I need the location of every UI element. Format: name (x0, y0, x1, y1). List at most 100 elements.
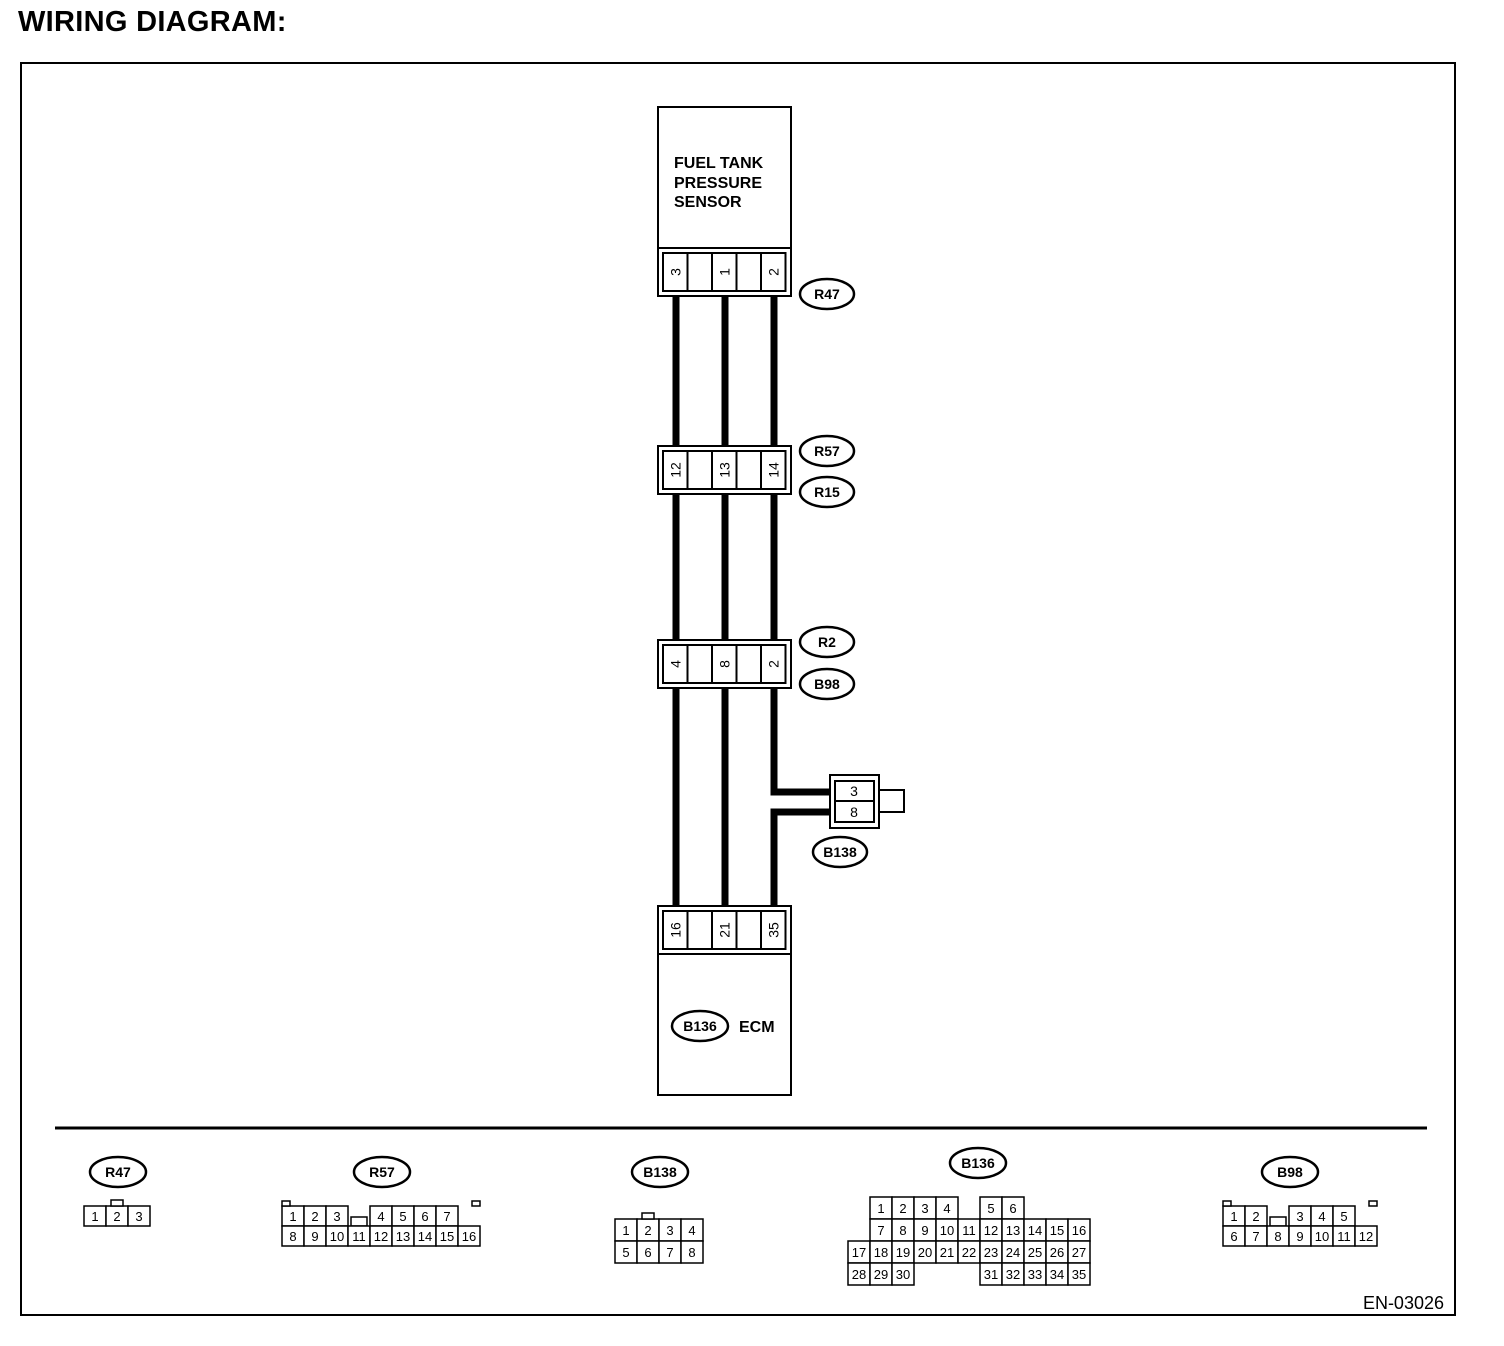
connector-view-pin: 11 (1337, 1229, 1351, 1244)
connector-view-pin: 6 (1230, 1229, 1237, 1244)
connector-view-pin: 29 (874, 1267, 888, 1282)
connector-view-pin: 14 (418, 1229, 432, 1244)
connector-view-pin: 14 (1028, 1223, 1042, 1238)
junction-pin: 2 (765, 268, 781, 276)
connector-view-pin: 12 (374, 1229, 388, 1244)
connector-view-pin: 4 (377, 1209, 384, 1224)
ecm-connector-tag: B136 (683, 1018, 717, 1034)
connector-view-pin: 11 (962, 1223, 976, 1238)
diagram-frame (20, 62, 1456, 1316)
junction-pin: 3 (667, 268, 683, 276)
connector-view-pin: 10 (330, 1229, 344, 1244)
connector-view-pin: 2 (311, 1209, 318, 1224)
junction-pin: 35 (765, 922, 781, 938)
connector-view-pin: 33 (1028, 1267, 1042, 1282)
connector-view-pin: 10 (940, 1223, 954, 1238)
connector-view-pin: 8 (289, 1229, 296, 1244)
connector-view-pin: 2 (1252, 1209, 1259, 1224)
connector-view-cell (680, 1240, 704, 1264)
connector-tag-oval (798, 625, 856, 659)
connector-view-pin: 13 (396, 1229, 410, 1244)
joint-tag: B138 (823, 844, 857, 860)
connector-view-pin: 7 (877, 1223, 884, 1238)
junction-pin: 4 (667, 660, 683, 668)
connector-view-pin: 20 (918, 1245, 932, 1260)
connector-view-pin: 25 (1028, 1245, 1042, 1260)
connector-view-pin: 9 (921, 1223, 928, 1238)
connector-view-pin: 24 (1006, 1245, 1020, 1260)
page-title: WIRING DIAGRAM: (18, 6, 287, 38)
connector-view-pin: 1 (877, 1201, 884, 1216)
connector-view-tag-oval (88, 1155, 148, 1189)
connector-view-pin: 7 (443, 1209, 450, 1224)
sensor-label-line-1: FUEL TANK (674, 155, 764, 172)
connector-view-pin: 6 (421, 1209, 428, 1224)
connector-view-pin: 23 (984, 1245, 998, 1260)
connector-view-pin: 3 (1296, 1209, 1303, 1224)
figure-code: EN-03026 (1363, 1293, 1444, 1313)
connector-view-pin: 4 (688, 1223, 695, 1238)
connector-view-tag-oval (352, 1155, 412, 1189)
connector-view-pin: 9 (1296, 1229, 1303, 1244)
connector-view-pin: 27 (1072, 1245, 1086, 1260)
connector-view-pin: 32 (1006, 1267, 1020, 1282)
connector-view-pin: 3 (921, 1201, 928, 1216)
connector-view-pin: 6 (644, 1245, 651, 1260)
connector-view-pin: 8 (688, 1245, 695, 1260)
connector-tag-oval (798, 434, 856, 468)
connector-view-pin: 35 (1072, 1267, 1086, 1282)
ecm-label: ECM (739, 1019, 775, 1036)
ecm-connector-tag-oval (670, 1009, 730, 1043)
joint-tag-oval (811, 835, 869, 869)
connector-view-pin: 7 (1252, 1229, 1259, 1244)
junction-pin: 1 (716, 268, 732, 276)
junction-pin: 8 (716, 660, 732, 668)
sensor-label-line-3: SENSOR (674, 194, 742, 211)
connector-view-pin: 31 (984, 1267, 998, 1282)
junction-pin: 21 (716, 922, 732, 938)
wire-joint-to-ecm (770, 808, 836, 915)
connector-view-tag: B98 (1277, 1164, 1303, 1180)
connector-view-pin: 21 (940, 1245, 954, 1260)
connector-view-pin: 3 (333, 1209, 340, 1224)
connector-view-tag-oval (948, 1146, 1008, 1180)
connector-view-pin: 5 (399, 1209, 406, 1224)
connector-view-pin: 2 (899, 1201, 906, 1216)
junction-pin: 16 (667, 922, 683, 938)
junction-pin: 2 (765, 660, 781, 668)
connector-view-tag: B138 (643, 1164, 677, 1180)
connector-view-cell (891, 1262, 915, 1286)
connector-view-pin: 11 (352, 1229, 366, 1244)
wire-b98-to-joint (770, 683, 836, 796)
connector-view-tag: R47 (105, 1164, 131, 1180)
connector-view-pin: 15 (1050, 1223, 1064, 1238)
connector-view-pin: 10 (1315, 1229, 1329, 1244)
joint-pin-3: 3 (850, 783, 858, 799)
connector-tag-oval (798, 475, 856, 509)
connector-tag: R57 (814, 443, 840, 459)
ecm-box: B136 ECM (657, 951, 792, 1096)
junction-pin: 13 (716, 462, 732, 478)
connector-tag: R15 (814, 484, 840, 500)
connector-view-cell (1354, 1225, 1378, 1247)
connector-view-pin: 8 (1274, 1229, 1281, 1244)
connector-view-pin: 1 (289, 1209, 296, 1224)
connector-tag: R47 (814, 286, 840, 302)
connector-view-pin: 6 (1009, 1201, 1016, 1216)
junction-pin: 12 (667, 462, 683, 478)
connector-view-pin: 1 (622, 1223, 629, 1238)
connector-view-pin: 28 (852, 1267, 866, 1282)
connector-view-tag: B136 (961, 1155, 995, 1171)
connector-view-pin: 18 (874, 1245, 888, 1260)
connector-view-pin: 22 (962, 1245, 976, 1260)
connector-tag: R2 (818, 634, 836, 650)
